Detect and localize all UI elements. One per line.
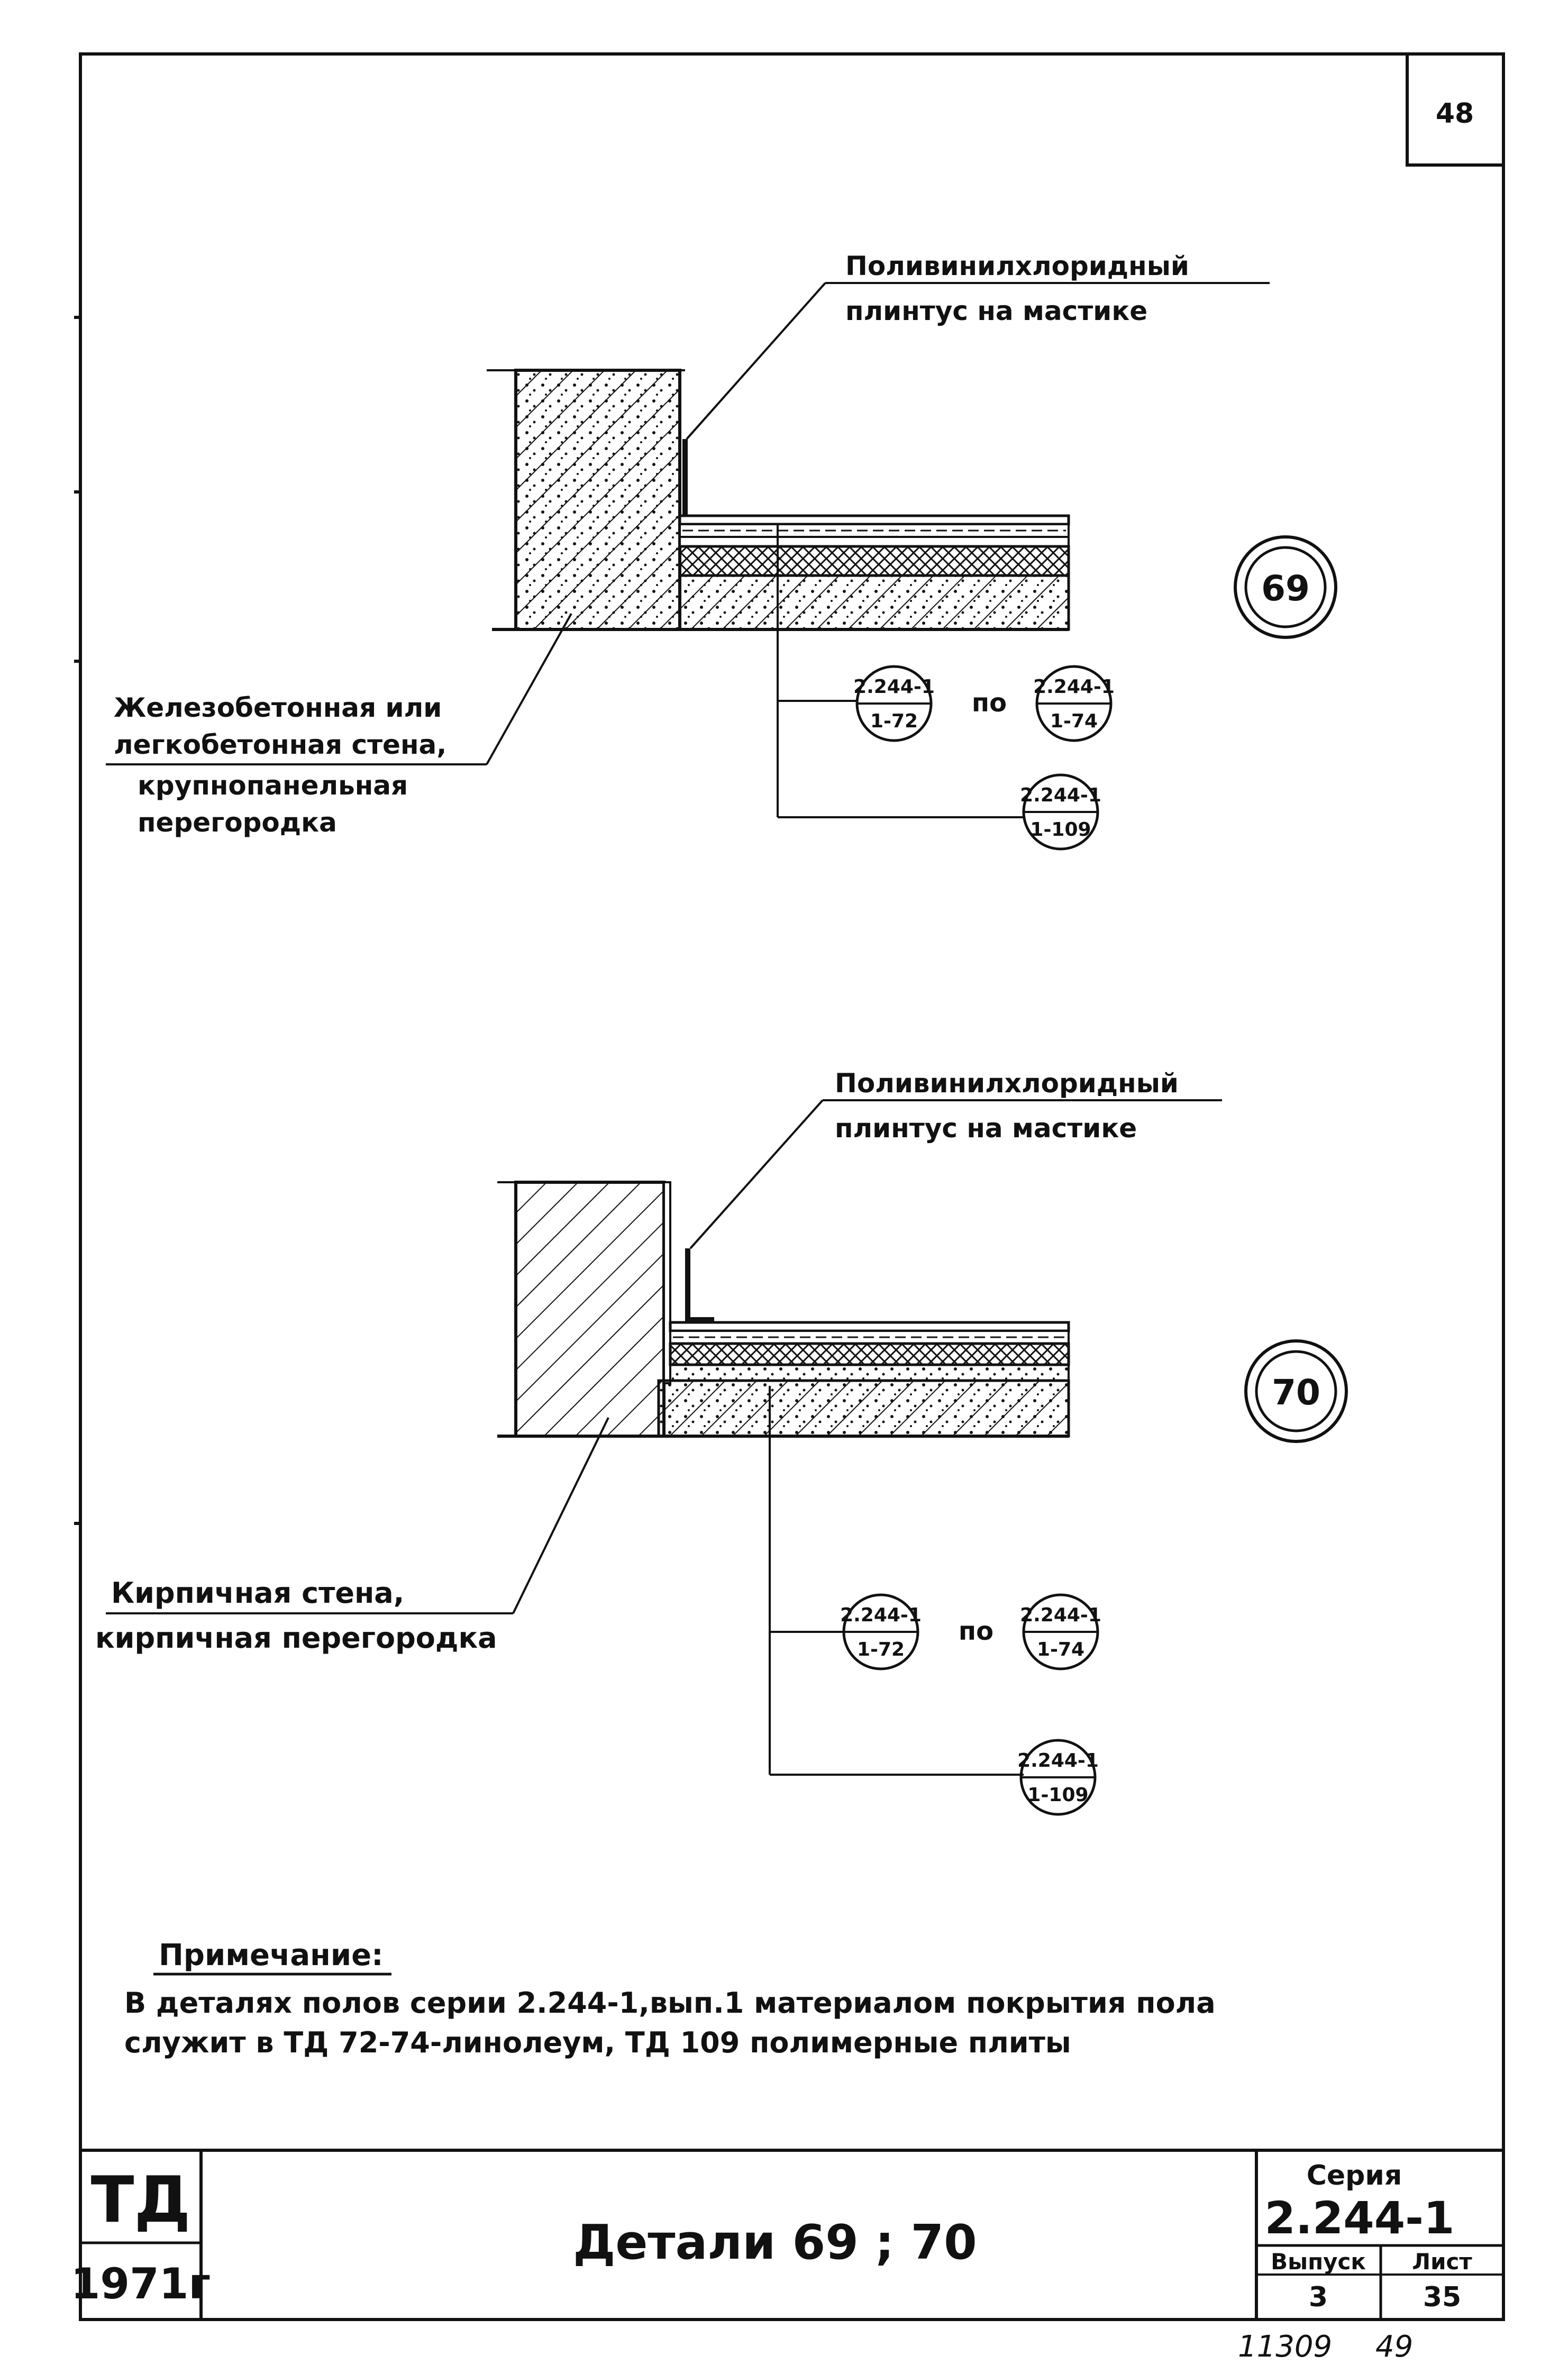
- svg-text:70: 70: [1272, 1372, 1320, 1413]
- ref-70-b: 2.244-1 1-74: [1020, 1593, 1101, 1670]
- detail-id-70: 70: [1244, 1339, 1348, 1443]
- note-title: Примечание:: [159, 1938, 383, 1973]
- plinth-leader-69: [686, 282, 1270, 440]
- svg-text:2.244-1: 2.244-1: [853, 676, 935, 698]
- svg-text:1-72: 1-72: [857, 1639, 905, 1660]
- ref-69-a: 2.244-1 1-72: [853, 665, 935, 742]
- note: Примечание: В деталях полов серии 2.244-…: [124, 1938, 1216, 2059]
- brick-wall-70: [514, 1181, 666, 1438]
- wall-label-69-line3: крупнопанельная: [138, 770, 408, 801]
- wall-label-69-line4: перегородка: [138, 807, 337, 838]
- wall-label-69-line1: Железобетонная или: [114, 692, 442, 723]
- svg-text:2.244-1: 2.244-1: [840, 1604, 922, 1626]
- wall-leader-70: [106, 1417, 609, 1614]
- range-word-69: по: [972, 688, 1007, 718]
- svg-text:69: 69: [1261, 568, 1310, 609]
- plinth-69: [682, 439, 712, 524]
- ref-69-c: 2.244-1 1-109: [1020, 773, 1101, 851]
- ref-70-a: 2.244-1 1-72: [840, 1593, 922, 1670]
- plinth-label-69-line1: Поливинилхлоридный: [845, 251, 1189, 281]
- plinth-label-70-line1: Поливинилхлоридный: [835, 1068, 1179, 1099]
- detail-id-69: 69: [1234, 535, 1337, 639]
- note-line2: служит в ТД 72-74-линолеум, ТД 109 полим…: [124, 2026, 1071, 2059]
- wall-leader-69: [106, 613, 572, 765]
- svg-text:1-72: 1-72: [870, 710, 918, 732]
- plinth-label-70-line2: плинтус на мастике: [835, 1113, 1137, 1144]
- plinth-label-69-line2: плинтус на мастике: [845, 296, 1147, 326]
- sheet-number-box: 48: [1406, 52, 1505, 167]
- svg-text:2.244-1: 2.244-1: [1020, 1604, 1101, 1626]
- range-word-70: по: [959, 1617, 993, 1646]
- ref-70-c: 2.244-1 1-109: [1017, 1739, 1099, 1816]
- svg-text:1-74: 1-74: [1050, 710, 1098, 732]
- title-block: ТД 1971г Детали 69 ; 70 Серия 2.244-1 Вы…: [71, 2149, 1503, 2320]
- floor-layers-70: [657, 1321, 1070, 1438]
- plinth-70: [685, 1248, 714, 1322]
- floor-layers-69: [678, 514, 1070, 631]
- series-label: Серия: [1307, 2160, 1402, 2192]
- sheet-label: Лист: [1412, 2249, 1472, 2275]
- footer-number-right: 49: [1375, 2330, 1413, 2364]
- sheet-number: 48: [1436, 98, 1474, 130]
- svg-text:2.244-1: 2.244-1: [1033, 676, 1115, 698]
- svg-text:1-74: 1-74: [1037, 1639, 1084, 1660]
- wall-label-70-line1: Кирпичная стена,: [111, 1576, 404, 1610]
- ref-69-b: 2.244-1 1-74: [1033, 665, 1115, 742]
- detail-70-section: [497, 1181, 1070, 1776]
- note-line1: В деталях полов серии 2.244-1,вып.1 мате…: [124, 1986, 1216, 2020]
- footer-number-left: 11309: [1238, 2330, 1332, 2364]
- issue-label: Выпуск: [1271, 2249, 1366, 2275]
- detail-69-section: [487, 369, 1070, 818]
- year: 1971г: [71, 2259, 211, 2308]
- wall-label-69-line2: легкобетонная стена,: [114, 729, 446, 760]
- sheet-frame: [74, 52, 1505, 2321]
- svg-text:1-109: 1-109: [1027, 1784, 1088, 1806]
- wall-label-70-line2: кирпичная перегородка: [95, 1621, 497, 1655]
- svg-text:1-109: 1-109: [1030, 819, 1091, 841]
- org-code: ТД: [91, 2163, 191, 2237]
- drawing-title: Детали 69 ; 70: [573, 2215, 977, 2270]
- issue-value: 3: [1309, 2281, 1328, 2313]
- plinth-leader-70: [689, 1099, 1222, 1249]
- svg-text:2.244-1: 2.244-1: [1017, 1750, 1099, 1772]
- svg-text:2.244-1: 2.244-1: [1020, 784, 1101, 806]
- series-value: 2.244-1: [1264, 2192, 1454, 2244]
- sheet-value: 35: [1423, 2281, 1461, 2313]
